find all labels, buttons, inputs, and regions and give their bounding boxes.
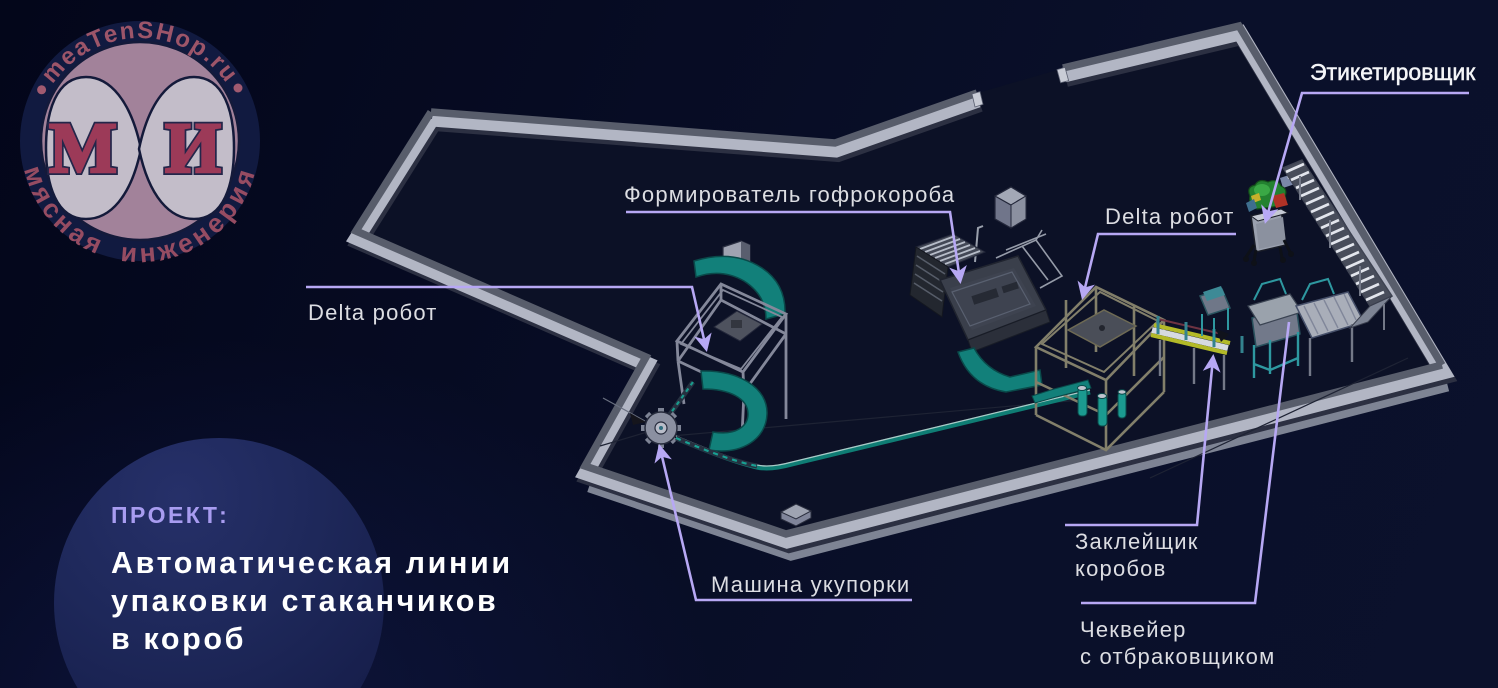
svg-text:М: М [49, 108, 117, 188]
svg-text:упаковки стаканчиков: упаковки стаканчиков [111, 584, 498, 618]
svg-text:Формирователь гофрокороба: Формирователь гофрокороба [624, 182, 955, 207]
svg-text:ПРОЕКТ:: ПРОЕКТ: [111, 502, 229, 528]
svg-text:в короб: в короб [111, 622, 246, 656]
svg-text:с отбраковщиком: с отбраковщиком [1080, 644, 1275, 669]
svg-text:М: М [49, 108, 117, 188]
svg-text:И: И [165, 108, 221, 188]
svg-text:Этикетировщик: Этикетировщик [1310, 59, 1476, 85]
svg-text:Чеквейер: Чеквейер [1080, 617, 1187, 642]
svg-text:Заклейщик: Заклейщик [1075, 529, 1199, 554]
svg-text:Delta робот: Delta робот [1105, 204, 1235, 229]
svg-text:Delta робот: Delta робот [308, 300, 438, 325]
svg-text:Автоматическая линии: Автоматическая линии [111, 546, 513, 580]
svg-text:Машина укупорки: Машина укупорки [711, 572, 910, 597]
svg-text:И: И [165, 108, 221, 188]
svg-text:коробов: коробов [1075, 556, 1167, 581]
